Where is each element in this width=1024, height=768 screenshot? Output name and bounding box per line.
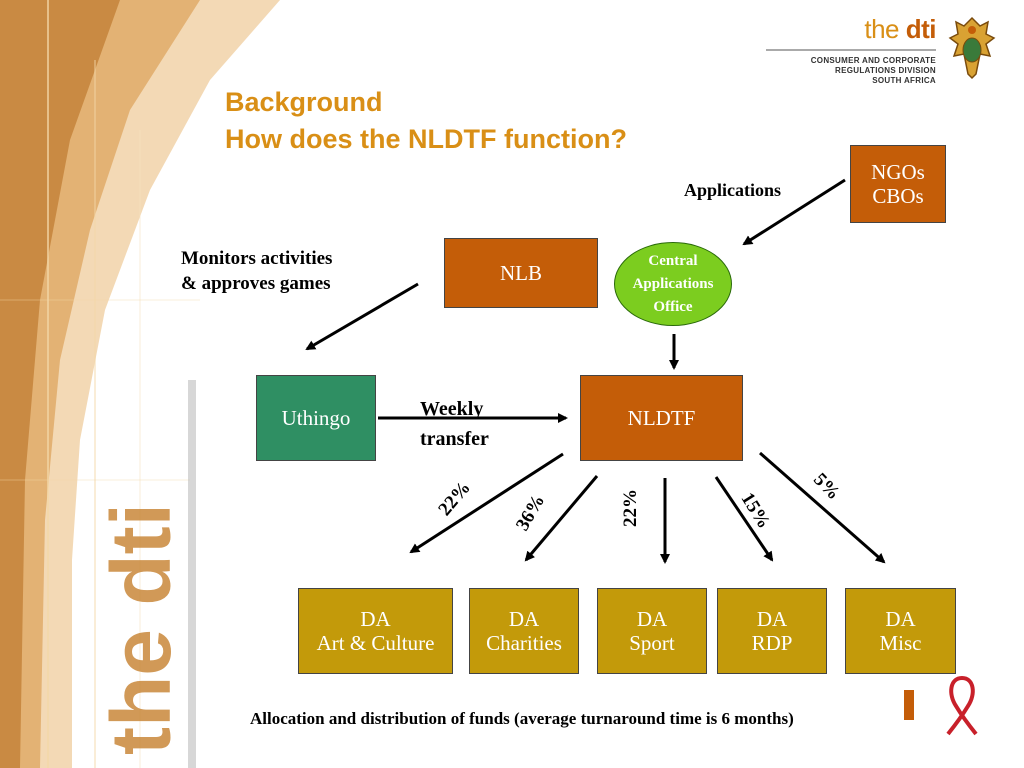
page-title: Background How does the NLDTF function? [225, 84, 627, 158]
monitors-label: Monitors activities & approves games [181, 246, 332, 296]
da-art-culture-box: DA Art & Culture [298, 588, 453, 674]
footer-caption: Allocation and distribution of funds (av… [250, 709, 794, 728]
da-charities-line1: DA [508, 607, 540, 631]
weekly-line2: transfer [420, 428, 489, 450]
da-sport-box: DA Sport [597, 588, 707, 674]
arrow-to-rdp [714, 476, 774, 562]
arrow-ngos-to-cao [742, 178, 846, 246]
arrow-nlb-to-uthingo [305, 282, 419, 351]
dti-wordmark: the dti [766, 14, 936, 45]
nldtf-box: NLDTF [580, 375, 743, 461]
da-charities-line2: Charities [486, 631, 562, 655]
dti-header-logo: the dti CONSUMER AND CORPORATE REGULATIO… [766, 14, 937, 86]
da-misc-box: DA Misc [845, 588, 956, 674]
ngos-cbos-box: NGOs CBOs [850, 145, 946, 223]
cbos-label: CBOs [872, 184, 924, 208]
ngos-label: NGOs [871, 160, 925, 184]
weekly-transfer-label: Weekly transfer [420, 394, 489, 454]
uthingo-box: Uthingo [256, 375, 376, 461]
sidebar-logo-text: the dti [94, 503, 188, 755]
cao-line1: Central [648, 252, 698, 269]
pct-sport: 22% [620, 489, 641, 527]
nldtf-label: NLDTF [627, 406, 696, 430]
da-sport-line2: Sport [629, 631, 675, 655]
da-rdp-line2: RDP [751, 631, 793, 655]
title-line2: How does the NLDTF function? [225, 124, 627, 154]
da-charities-box: DA Charities [469, 588, 579, 674]
division-line1: CONSUMER AND CORPORATE [810, 56, 936, 65]
monitors-line2: & approves games [181, 273, 331, 294]
da-rdp-box: DA RDP [717, 588, 827, 674]
weekly-line1: Weekly [420, 398, 484, 420]
central-applications-office: Central Applications Office [614, 242, 732, 326]
cao-line2: Applications [632, 275, 714, 292]
da-art-line2: Art & Culture [316, 631, 435, 655]
logo-the: the [864, 14, 906, 44]
monitors-line1: Monitors activities [181, 248, 333, 269]
da-art-line1: DA [360, 607, 391, 631]
uthingo-label: Uthingo [281, 406, 351, 430]
division-line3: SOUTH AFRICA [872, 76, 936, 85]
nlb-label: NLB [500, 261, 542, 285]
arrow-to-misc [759, 451, 886, 564]
title-line1: Background [225, 87, 383, 117]
arrow-to-art [409, 452, 564, 554]
applications-label: Applications [684, 180, 782, 200]
ribbon-logo-icon [904, 676, 978, 736]
sidebar-logo-text-label: the dti [94, 503, 188, 755]
da-misc-line1: DA [885, 607, 916, 631]
logo-dti: dti [905, 14, 937, 44]
da-sport-line1: DA [636, 607, 668, 631]
cao-line3: Office [653, 298, 693, 315]
da-rdp-line1: DA [756, 607, 788, 631]
da-misc-line2: Misc [879, 631, 922, 655]
arrow-to-charities [524, 475, 599, 562]
coat-of-arms-icon [948, 16, 996, 80]
header-divider [766, 49, 936, 51]
nlb-box: NLB [444, 238, 598, 308]
division-line2: REGULATIONS DIVISION [835, 66, 936, 75]
